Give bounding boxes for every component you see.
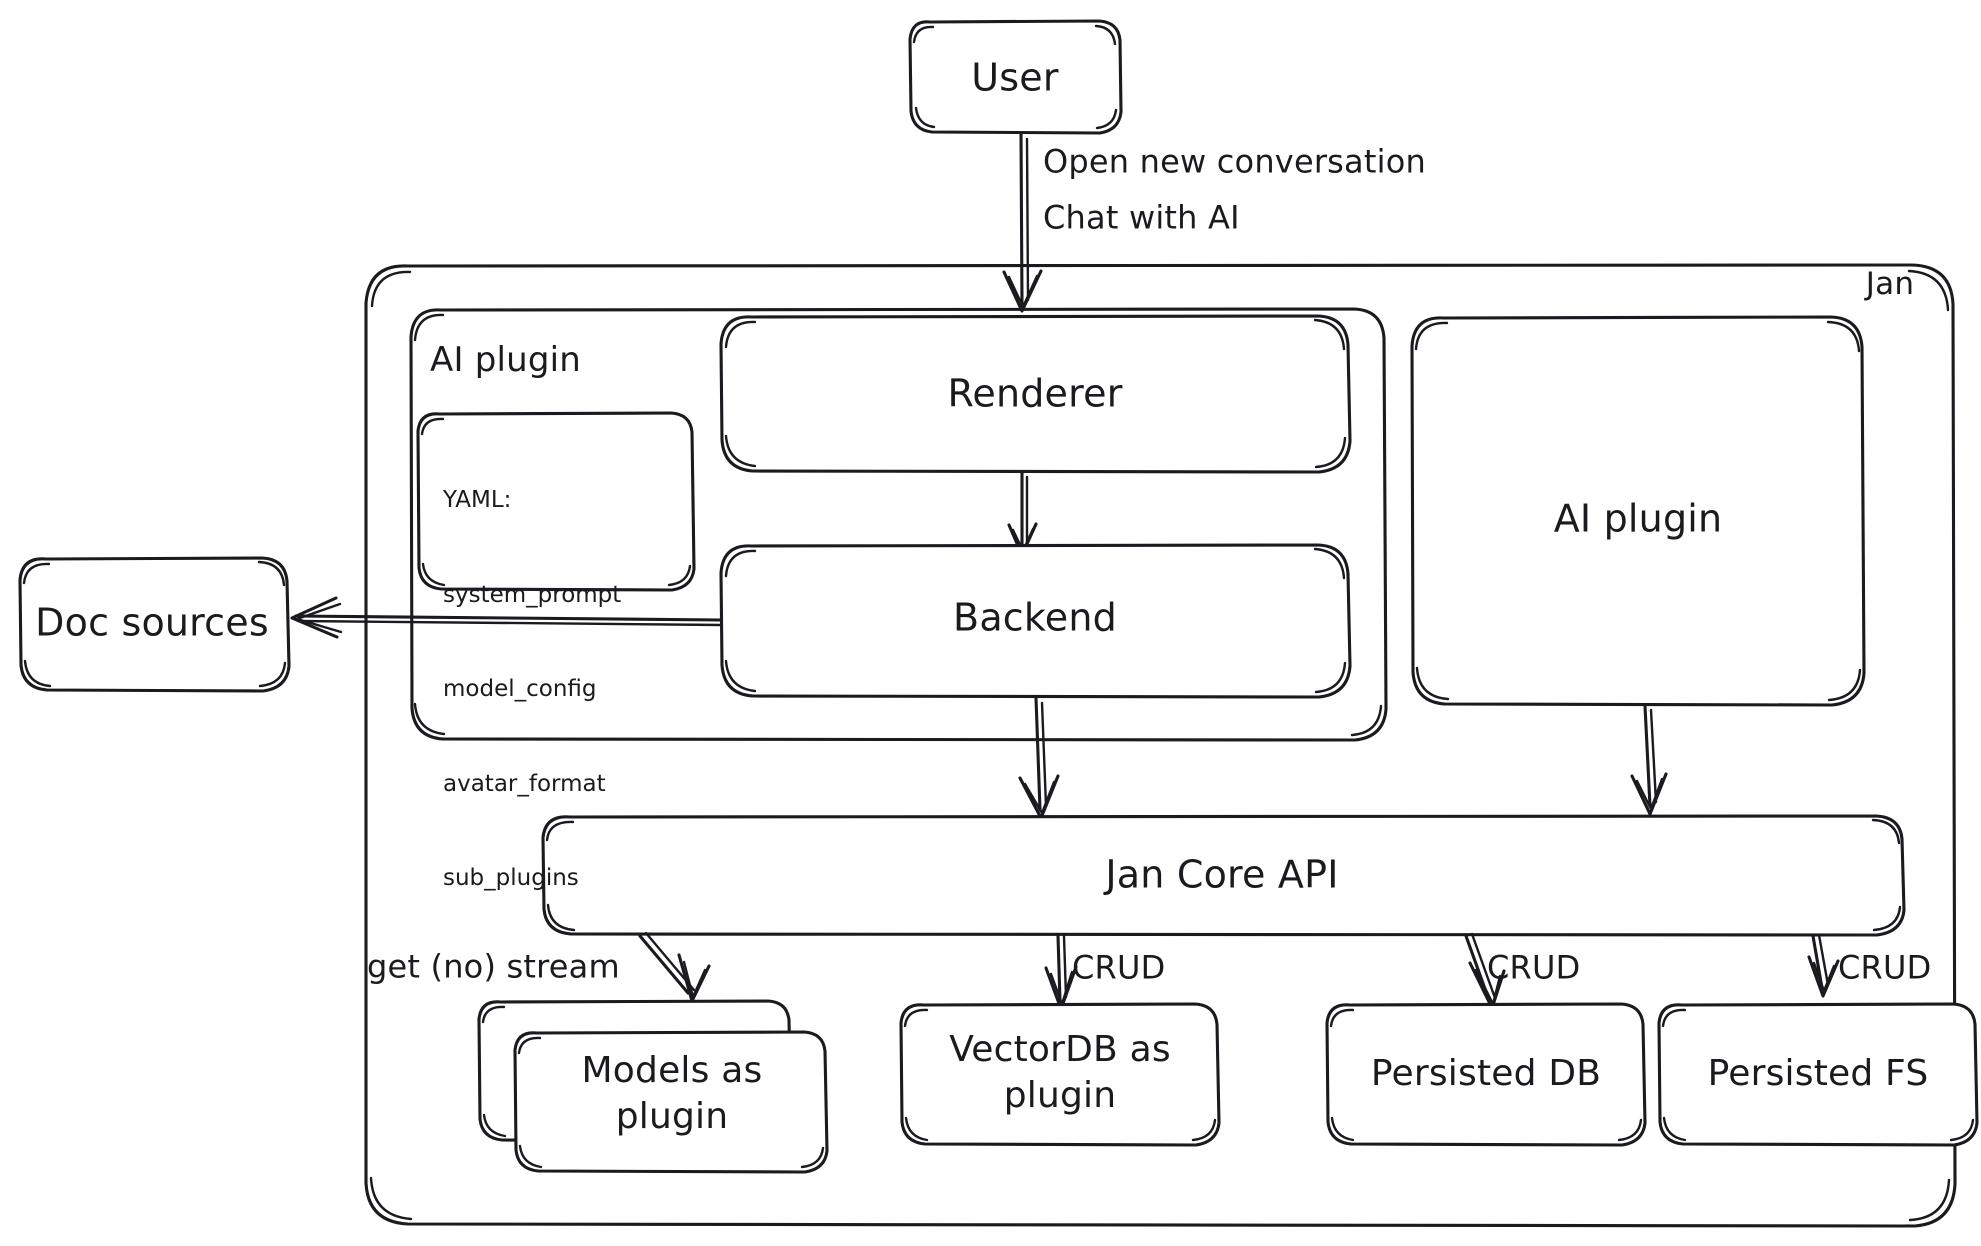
arrow-ai-plugin-to-core-api bbox=[1630, 704, 1668, 816]
models-as-plugin-label: Models as plugin bbox=[581, 1049, 763, 1137]
ai-plugin-box-shape bbox=[1410, 315, 1866, 707]
vectordb-as-plugin-box-shape bbox=[899, 1002, 1221, 1147]
edge-label-crud-vectordb: CRUD bbox=[1072, 948, 1166, 987]
models-as-plugin-front-shape bbox=[513, 1030, 829, 1174]
arrow-user-to-renderer bbox=[1002, 131, 1043, 313]
yaml-card-header: YAML: bbox=[443, 487, 512, 513]
ai-plugin-group-label: AI plugin bbox=[430, 340, 582, 380]
arrow-backend-to-doc-sources bbox=[290, 596, 723, 639]
yaml-card-text: YAML: system_prompt model_config avatar_… bbox=[443, 422, 621, 958]
yaml-item-sub-plugins: sub_plugins bbox=[443, 865, 579, 891]
arrow-core-api-to-persisted-fs bbox=[1807, 933, 1840, 998]
ai-plugin-box-label: AI plugin bbox=[1553, 496, 1723, 541]
backend-box-shape bbox=[719, 543, 1352, 699]
yaml-item-model-config: model_config bbox=[443, 676, 597, 702]
user-label: User bbox=[971, 55, 1059, 100]
persisted-db-box-shape bbox=[1325, 1002, 1647, 1147]
yaml-card-shape bbox=[416, 411, 696, 592]
persisted-fs-box-shape bbox=[1657, 1002, 1979, 1147]
edge-label-crud-persisted-db: CRUD bbox=[1487, 948, 1581, 987]
persisted-fs-label: Persisted FS bbox=[1707, 1052, 1929, 1094]
backend-label: Backend bbox=[953, 595, 1117, 640]
yaml-item-system-prompt: system_prompt bbox=[443, 581, 622, 608]
renderer-label: Renderer bbox=[947, 371, 1123, 416]
edge-label-open-new-conversation: Open new conversation bbox=[1043, 142, 1426, 181]
yaml-item-avatar-format: avatar_format bbox=[443, 770, 606, 797]
doc-sources-box-shape bbox=[18, 556, 291, 693]
vectordb-as-plugin-label: VectorDB as plugin bbox=[949, 1028, 1171, 1116]
renderer-box-shape bbox=[719, 314, 1352, 474]
jan-container-label: Jan bbox=[1865, 266, 1915, 303]
edge-label-crud-persisted-fs: CRUD bbox=[1838, 948, 1932, 987]
persisted-db-label: Persisted DB bbox=[1370, 1052, 1602, 1094]
jan-core-api-label: Jan Core API bbox=[1105, 852, 1339, 897]
edge-label-get-no-stream: get (no) stream bbox=[367, 947, 620, 986]
user-box-shape bbox=[908, 19, 1123, 135]
doc-sources-label: Doc sources bbox=[35, 600, 269, 645]
jan-core-api-box-shape bbox=[541, 814, 1906, 937]
edge-label-chat-with-ai: Chat with AI bbox=[1043, 198, 1240, 237]
